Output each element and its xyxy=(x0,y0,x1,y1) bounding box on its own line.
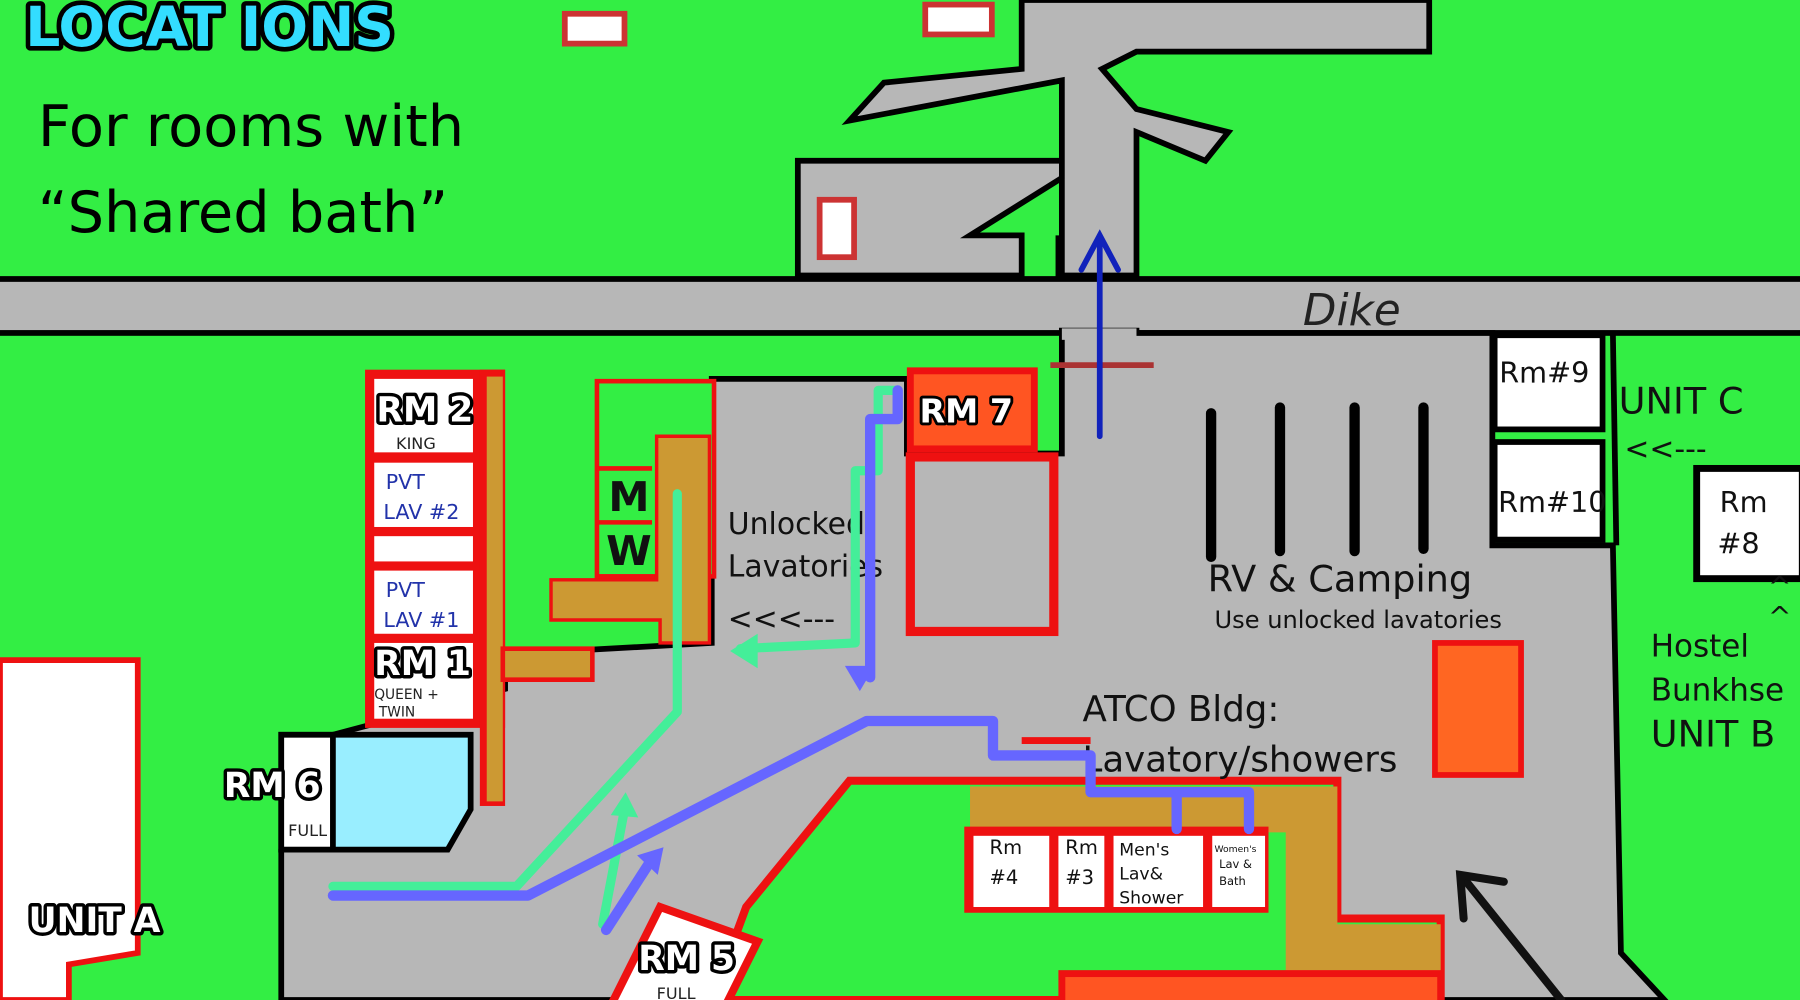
mens-lavatory[interactable]: M xyxy=(608,473,649,521)
mens-lav-line2: Lav& xyxy=(1119,864,1163,884)
pvt-lav-1-line2[interactable]: LAV #1 xyxy=(383,608,459,632)
entrance-arrow-icon xyxy=(1455,870,1566,1000)
womens-lavatory[interactable]: W xyxy=(606,527,652,575)
rm4-label: Rm xyxy=(990,836,1023,859)
map-title: LOCAT IONS xyxy=(25,0,394,59)
rm5-status: FULL xyxy=(657,984,696,1000)
unit-c-label: UNIT C xyxy=(1619,379,1744,422)
green-arrow-icon xyxy=(730,633,758,669)
mens-lav-line3: Shower xyxy=(1119,889,1184,909)
north-buildings xyxy=(561,0,1433,282)
unlocked-lavatories-label: Unlocked xyxy=(728,507,865,542)
womens-lav-line2: Lav & xyxy=(1219,857,1252,871)
unit-a-building xyxy=(365,369,595,806)
orange-building xyxy=(1432,640,1524,778)
rm5-building[interactable] xyxy=(608,902,764,1000)
rm7-label: RM 7 xyxy=(920,392,1013,431)
rm9-label: Rm#9 xyxy=(1499,355,1589,389)
womens-lav-line3: Bath xyxy=(1219,874,1246,888)
blue-arrow-icon xyxy=(637,847,664,875)
rm10-label: Rm#10 xyxy=(1498,485,1606,519)
rm5-label[interactable]: RM 5 xyxy=(635,936,739,983)
rm3[interactable] xyxy=(1058,835,1105,908)
rm8-number: #8 xyxy=(1717,526,1759,560)
unit-a-label: UNIT A xyxy=(29,901,161,941)
rm10[interactable] xyxy=(1491,439,1606,543)
rm1-label[interactable]: RM 1 xyxy=(371,641,475,688)
atco-subtitle: Lavatory/showers xyxy=(1083,740,1398,781)
rv-stalls xyxy=(1205,402,1429,562)
rm8[interactable] xyxy=(1693,464,1800,583)
pvt-lav-1-line1[interactable]: PVT xyxy=(386,578,426,602)
rm6-label[interactable]: RM 6 xyxy=(220,762,324,809)
rm4[interactable] xyxy=(973,835,1050,908)
rm6-status: FULL xyxy=(288,821,327,840)
rm2-label[interactable]: RM 2 xyxy=(373,387,477,434)
green-arrow-up-icon xyxy=(610,792,639,818)
unit-c-arrow: <<--- xyxy=(1624,432,1706,467)
lavatories-arrow: <<<--- xyxy=(728,602,835,637)
map-subtitle-line2: “Shared bath” xyxy=(38,179,448,246)
unlocked-lavatories-block: M W xyxy=(549,378,717,645)
unit-b-label: UNIT B xyxy=(1651,712,1775,755)
rm3-number: #3 xyxy=(1065,866,1094,889)
womens-lav-bath[interactable] xyxy=(1212,835,1266,908)
rm7[interactable] xyxy=(906,367,1038,453)
atco-title: ATCO Bldg: xyxy=(1083,689,1280,730)
rm1-bed: QUEEN + xyxy=(374,687,439,703)
blue-arrow-down-icon xyxy=(844,665,875,692)
hostel-label: Hostel xyxy=(1651,629,1749,665)
north-arrow-icon xyxy=(1078,229,1121,440)
bunkhouse-label: Bunkhse xyxy=(1651,672,1784,708)
rm3-label: Rm xyxy=(1065,836,1098,859)
blue-path xyxy=(327,385,1255,936)
rv-camping-label: RV & Camping xyxy=(1208,557,1473,600)
rm7-building[interactable] xyxy=(905,452,1059,637)
rm4-number: #4 xyxy=(990,866,1019,889)
map-subtitle-line1: For rooms with xyxy=(38,93,464,160)
rm2-bed: KING xyxy=(396,434,436,453)
rm8-label: Rm xyxy=(1720,485,1768,519)
rm1-bed-2: TWIN xyxy=(378,704,415,720)
unit-a-left-building xyxy=(0,657,141,1000)
atco-rooms: Rm #4 Rm #3 Men's Lav& Shower Women's La… xyxy=(973,835,1266,909)
unit-b-arrow: ^ ^ xyxy=(1768,570,1792,633)
mens-lav-shower[interactable] xyxy=(1113,835,1204,908)
rm9[interactable] xyxy=(1491,332,1606,433)
dike-road xyxy=(0,276,1800,336)
womens-lav-line1: Women's xyxy=(1215,844,1257,855)
dike-road-label: Dike xyxy=(1303,286,1401,336)
pvt-lav-2-line1[interactable]: PVT xyxy=(386,470,426,494)
mens-lav-line1: Men's xyxy=(1119,840,1169,860)
rv-camping-note: Use unlocked lavatories xyxy=(1215,606,1502,634)
pvt-lav-2-line2[interactable]: LAV #2 xyxy=(383,500,459,524)
